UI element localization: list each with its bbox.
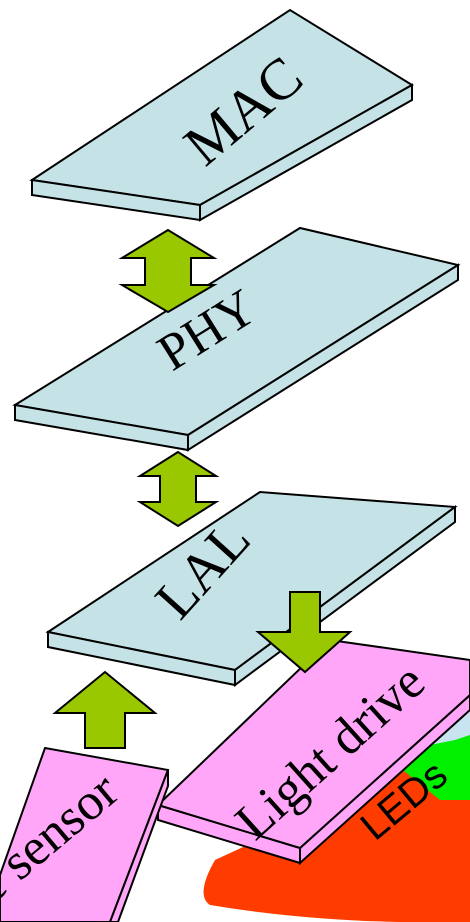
phy-layer-plate: PHY <box>12 226 461 452</box>
light-sensor-plate-side <box>108 769 169 922</box>
lal-to-driver-arrow <box>255 591 353 674</box>
mac-phy-double-arrow <box>118 228 218 314</box>
lal-plate-top <box>45 490 458 672</box>
led-red-beam <box>203 750 470 922</box>
light-sensor-plate: e sensor <box>0 746 170 922</box>
mac-layer-plate: MAC <box>29 8 414 222</box>
phy-lal-double-arrow <box>136 450 220 528</box>
sensor-to-lal-arrow <box>52 670 158 749</box>
phy-plate-right-side <box>187 263 459 452</box>
mac-plate-right-side <box>199 83 413 222</box>
